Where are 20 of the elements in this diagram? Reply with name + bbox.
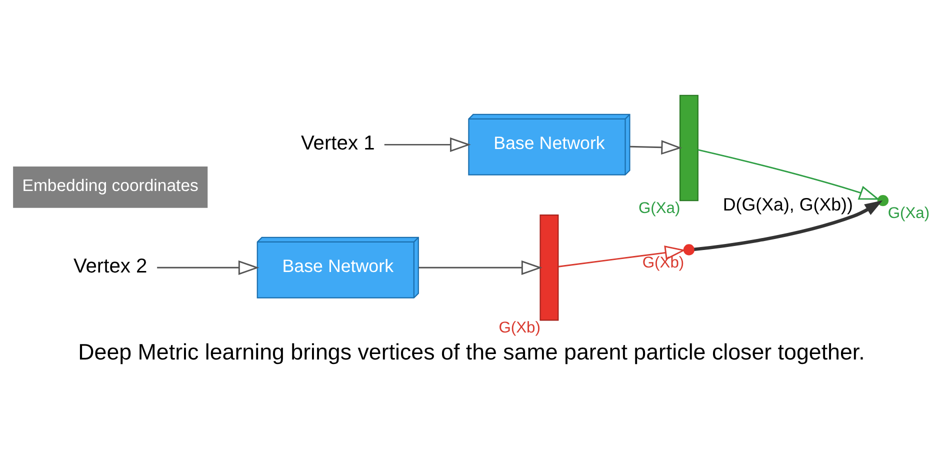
arrow (384, 137, 471, 152)
node-bar (540, 214, 559, 321)
node-label: G(Xa) (638, 200, 680, 218)
caption: Deep Metric learning brings vertices of the same parent particle closer together. (78, 339, 865, 364)
arrow (694, 200, 883, 252)
edge-label: D(G(Xa), G(Xb)) (722, 194, 853, 214)
node-text: Vertex 2 (73, 256, 148, 278)
arrow (157, 260, 260, 275)
node-circle (683, 244, 695, 256)
arrow (558, 246, 686, 268)
node-circle (877, 194, 889, 206)
node-label: G(Xa) (888, 205, 930, 222)
node-box: Embedding coordinates (13, 166, 208, 208)
node-bar (679, 94, 698, 202)
arrow (630, 140, 682, 155)
node-label: G(Xb) (498, 320, 540, 337)
node-text: Vertex 1 (300, 132, 375, 155)
node-label: G(Xb) (642, 254, 684, 272)
arrow (418, 260, 542, 275)
arrow (698, 149, 880, 200)
